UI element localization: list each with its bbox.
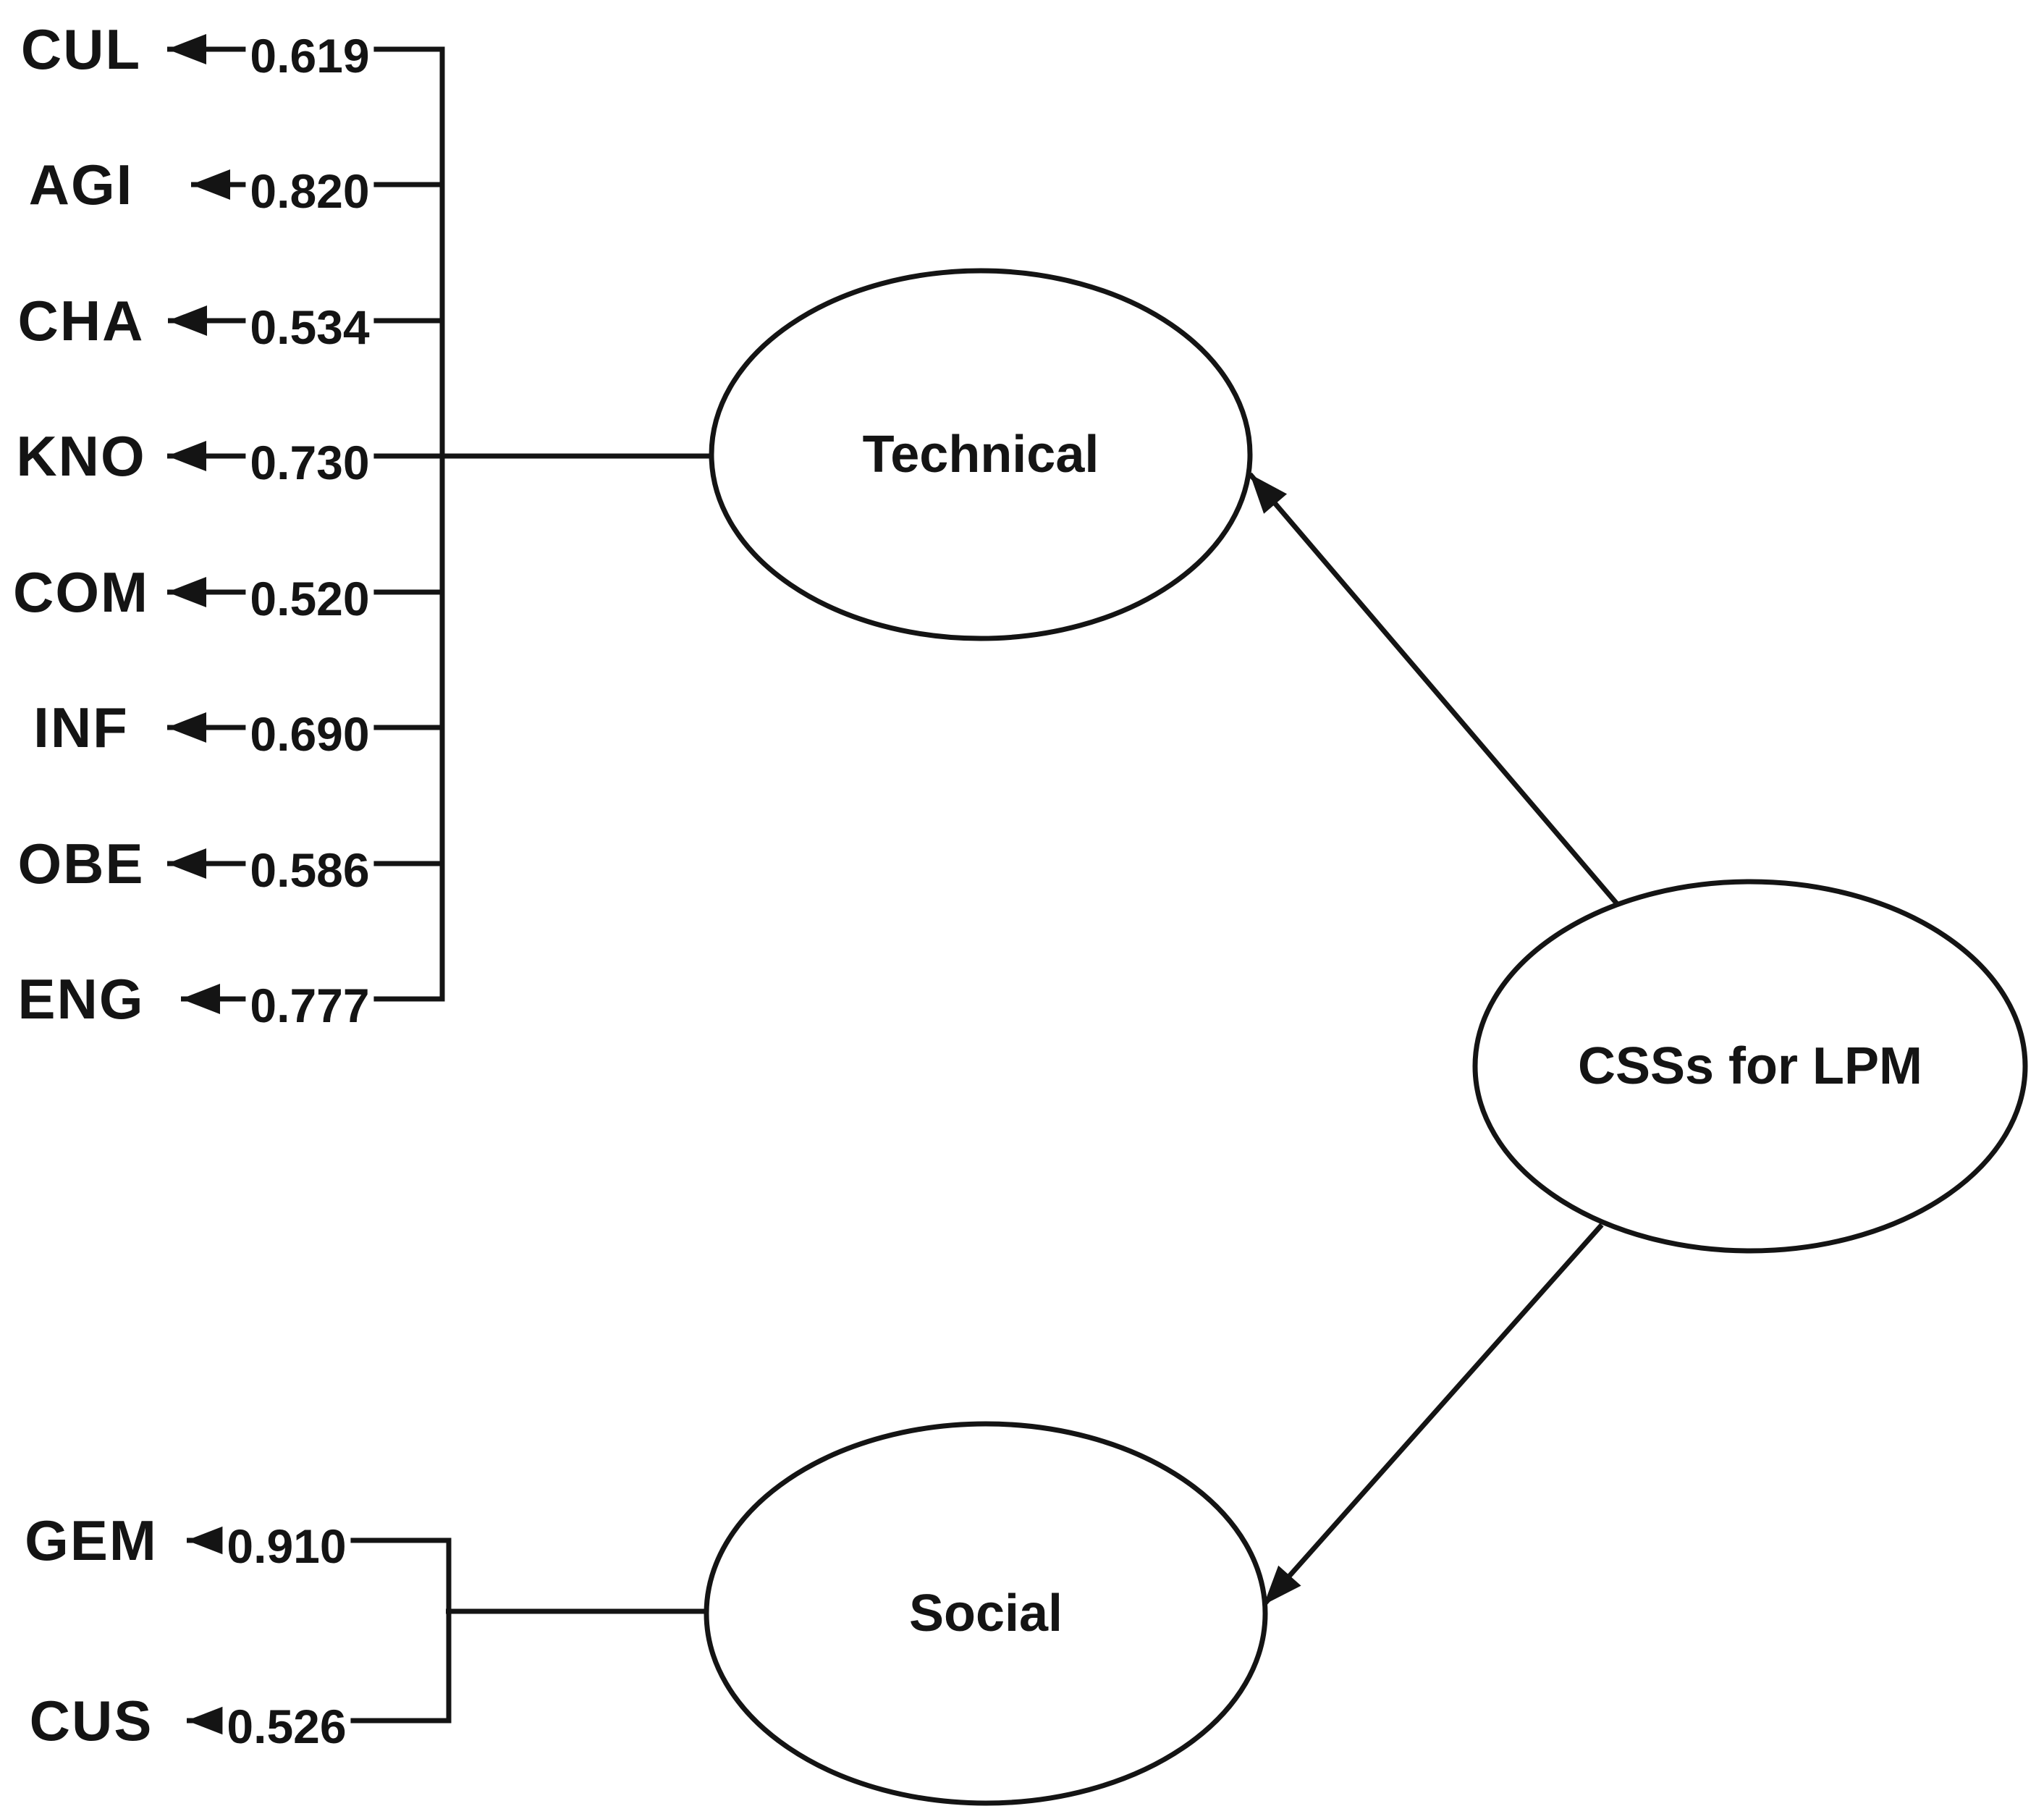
social-ellipse-label: Social bbox=[908, 1585, 1063, 1642]
technical-ellipse bbox=[709, 268, 1253, 641]
technical-ellipse-label: Technical bbox=[862, 426, 1099, 484]
social-ellipse bbox=[704, 1421, 1268, 1806]
loading-value-gem: 0.910 bbox=[222, 1521, 351, 1572]
loading-value-com: 0.520 bbox=[245, 573, 374, 624]
indicator-label-eng: ENG bbox=[17, 967, 145, 1031]
indicator-label-gem: GEM bbox=[25, 1509, 158, 1572]
path-arrow-csss-to-technical bbox=[1248, 472, 1621, 908]
path-arrow-csss-to-social bbox=[1262, 1223, 1604, 1607]
csss-for-lpm-ellipse bbox=[1472, 879, 2028, 1254]
loading-value-obe: 0.586 bbox=[245, 845, 374, 895]
indicator-label-cha: CHA bbox=[17, 289, 145, 353]
indicator-label-com: COM bbox=[13, 560, 149, 624]
loading-value-agi: 0.820 bbox=[245, 166, 374, 216]
indicator-label-kno: KNO bbox=[16, 424, 146, 488]
indicator-label-agi: AGI bbox=[28, 153, 134, 216]
loading-value-eng: 0.777 bbox=[245, 980, 374, 1031]
loading-value-cus: 0.526 bbox=[222, 1701, 351, 1752]
loading-value-inf: 0.690 bbox=[245, 709, 374, 759]
loading-value-cha: 0.534 bbox=[245, 302, 374, 353]
indicator-label-cul: CUL bbox=[20, 17, 142, 81]
indicator-label-obe: OBE bbox=[17, 832, 145, 895]
loading-value-cul: 0.619 bbox=[245, 30, 374, 81]
loading-value-kno: 0.730 bbox=[245, 437, 374, 488]
csss-for-lpm-ellipse-label: CSSs for LPM bbox=[1577, 1037, 1923, 1095]
indicator-label-inf: INF bbox=[33, 696, 129, 759]
indicator-label-cus: CUS bbox=[29, 1689, 153, 1752]
